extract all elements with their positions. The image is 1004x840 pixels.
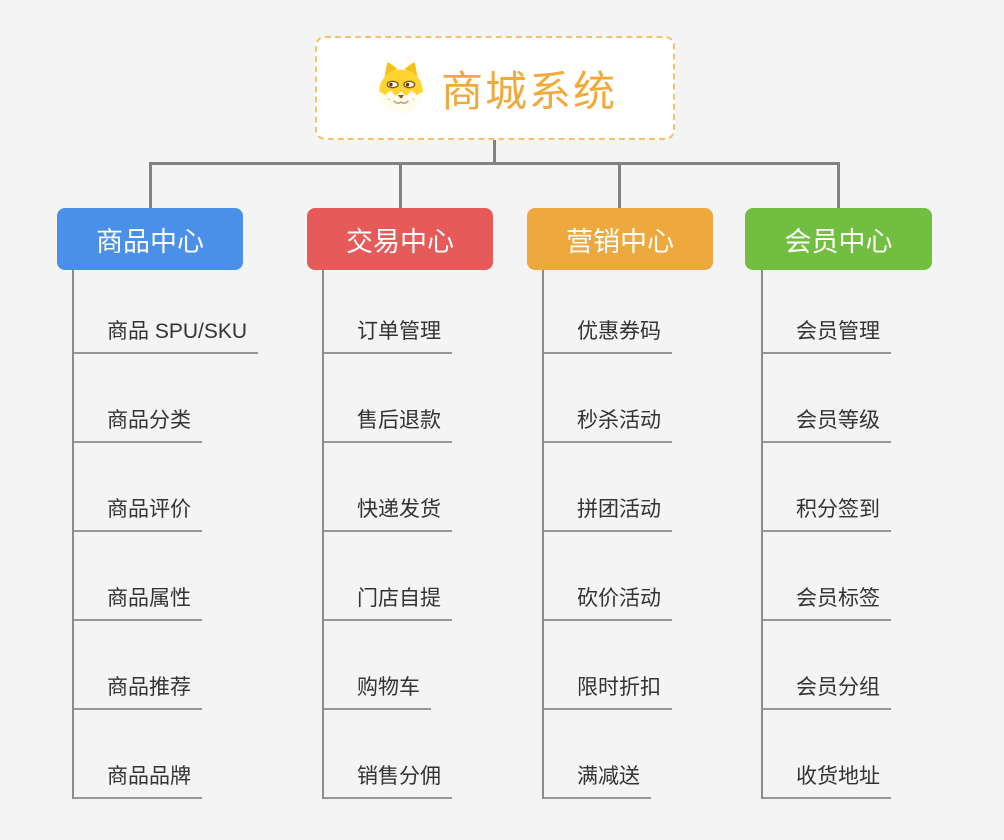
topic-node[interactable]: 订单管理: [324, 270, 452, 354]
topic-node[interactable]: 秒杀活动: [544, 354, 672, 443]
topic-node[interactable]: 商品品牌: [74, 710, 202, 799]
branch-header-trade-center[interactable]: 交易中心: [307, 208, 493, 270]
topic-node[interactable]: 限时折扣: [544, 621, 672, 710]
topic-node[interactable]: 商品分类: [74, 354, 202, 443]
branch-header-marketing-center[interactable]: 营销中心: [527, 208, 713, 270]
connector-drop-trade: [399, 162, 402, 209]
topic-node[interactable]: 会员等级: [763, 354, 891, 443]
topic-node[interactable]: 会员标签: [763, 532, 891, 621]
topic-node[interactable]: 商品推荐: [74, 621, 202, 710]
topic-node[interactable]: 销售分佣: [324, 710, 452, 799]
topic-node[interactable]: 商品属性: [74, 532, 202, 621]
connector-drop-marketing: [618, 162, 621, 209]
topic-node[interactable]: 收货地址: [763, 710, 891, 799]
topic-node[interactable]: 会员分组: [763, 621, 891, 710]
branch-children-product: 商品 SPU/SKU 商品分类 商品评价 商品属性 商品推荐 商品品牌: [72, 270, 259, 799]
root-node-mall-system[interactable]: 商城系统: [315, 36, 675, 140]
topic-node[interactable]: 购物车: [324, 621, 431, 710]
topic-node[interactable]: 拼团活动: [544, 443, 672, 532]
connector-drop-product: [149, 162, 152, 209]
branch-children-member: 会员管理 会员等级 积分签到 会员标签 会员分组 收货地址: [761, 270, 891, 799]
topic-node[interactable]: 会员管理: [763, 270, 891, 354]
connector-horizontal-bar: [149, 162, 840, 165]
branch-header-member-center[interactable]: 会员中心: [745, 208, 932, 270]
topic-node[interactable]: 商品 SPU/SKU: [74, 270, 259, 354]
topic-node[interactable]: 优惠券码: [544, 270, 672, 354]
dog-face-icon: [379, 62, 423, 114]
branch-header-product-center[interactable]: 商品中心: [57, 208, 243, 270]
topic-node[interactable]: 售后退款: [324, 354, 452, 443]
topic-node[interactable]: 积分签到: [763, 443, 891, 532]
topic-node[interactable]: 门店自提: [324, 532, 452, 621]
topic-node[interactable]: 快递发货: [324, 443, 452, 532]
root-title: 商城系统: [440, 67, 617, 115]
topic-node[interactable]: 砍价活动: [544, 532, 672, 621]
connector-root-stem: [493, 140, 496, 163]
connector-drop-member: [837, 162, 840, 209]
topic-node[interactable]: 商品评价: [74, 443, 202, 532]
branch-children-trade: 订单管理 售后退款 快递发货 门店自提 购物车 销售分佣: [322, 270, 452, 799]
topic-node[interactable]: 满减送: [544, 710, 651, 799]
branch-children-marketing: 优惠券码 秒杀活动 拼团活动 砍价活动 限时折扣 满减送: [542, 270, 672, 799]
